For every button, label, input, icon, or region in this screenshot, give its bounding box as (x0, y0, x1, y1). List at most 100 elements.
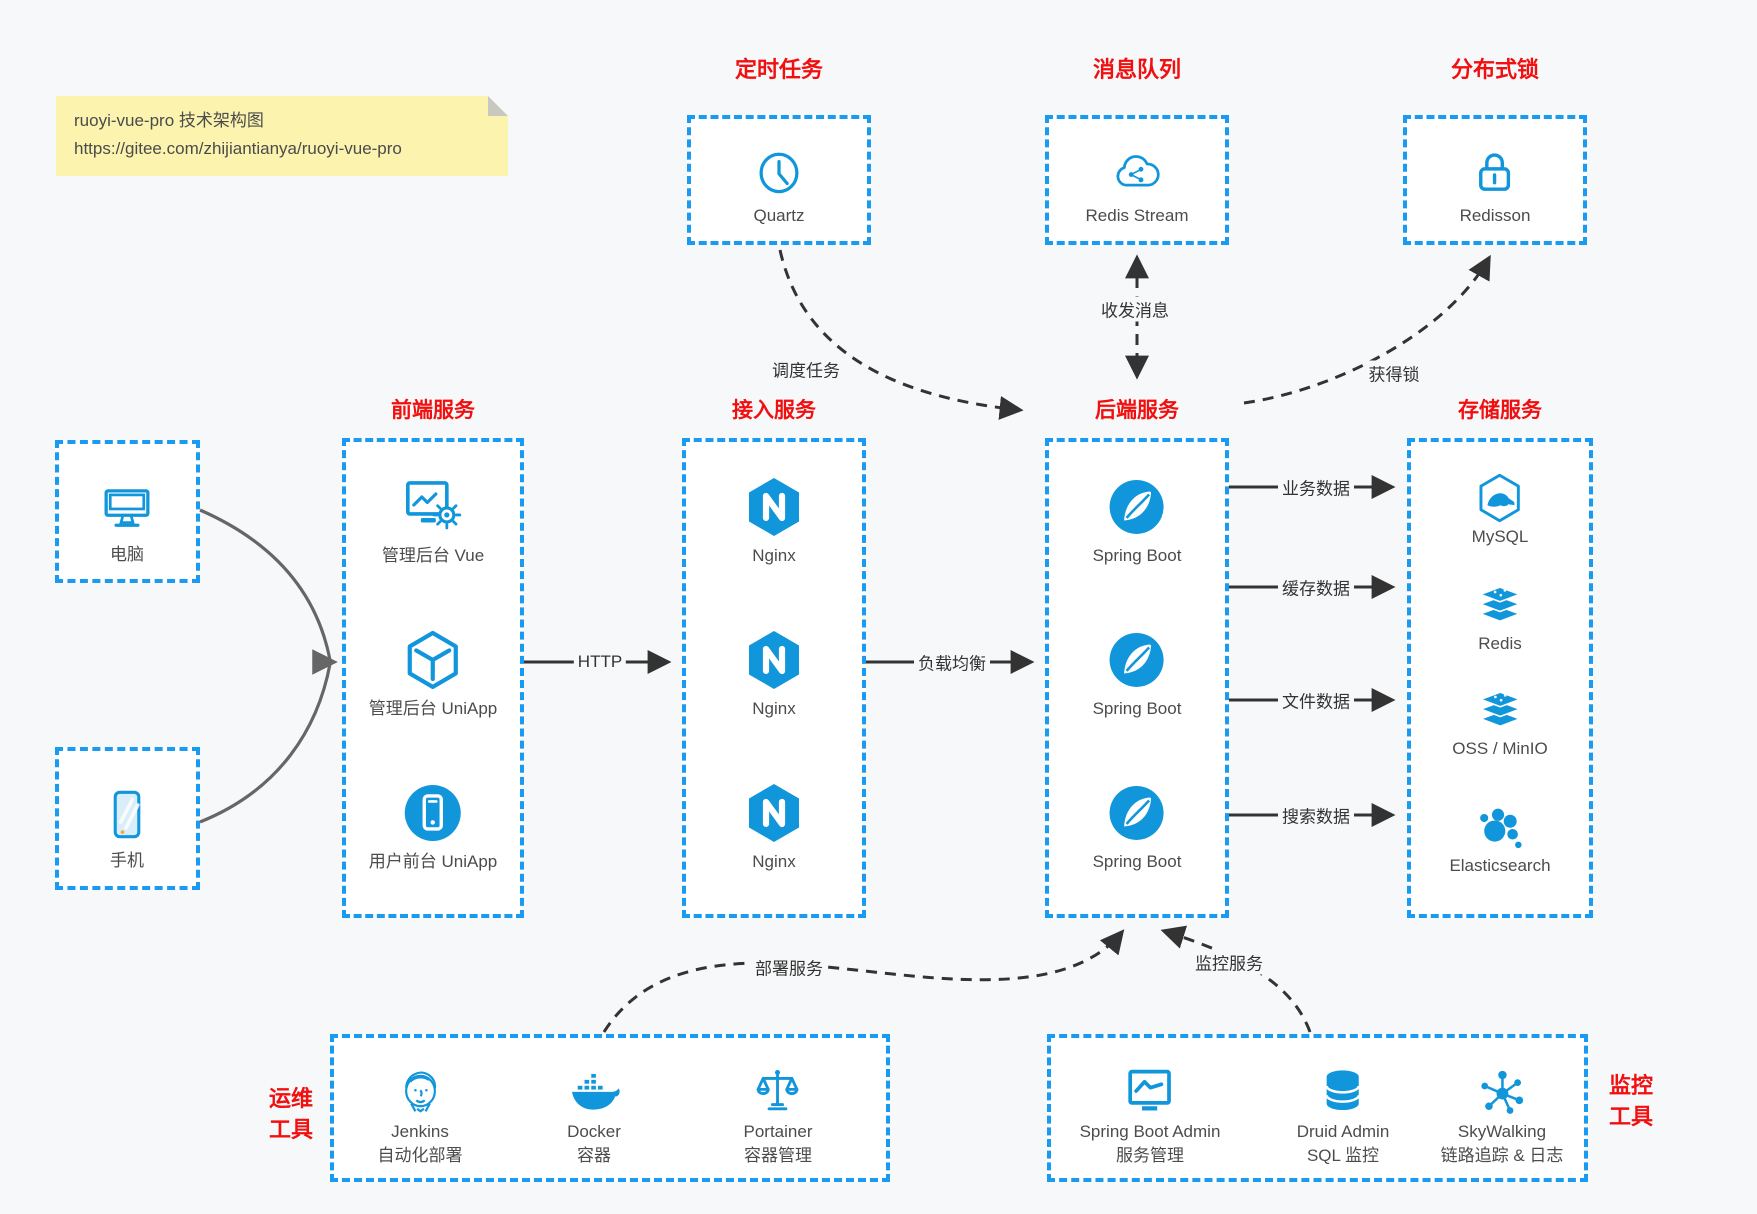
tool-name: Spring Boot Admin (1079, 1121, 1221, 1141)
label-load-balance: 负载均衡 (914, 649, 990, 675)
node-user-uniapp: 用户前台 UniApp (369, 781, 497, 873)
monitor-tools-box (1047, 1034, 1588, 1182)
tool-name: Druid Admin (1296, 1121, 1390, 1141)
phone-icon (113, 790, 141, 839)
node-label: 手机 (110, 850, 144, 870)
node-quartz: Quartz (753, 147, 805, 227)
cloud-message-icon (1117, 155, 1161, 187)
node-nginx-2: Nginx (742, 628, 806, 720)
mysql-icon (1479, 473, 1521, 523)
node-springboot-2: Spring Boot (1093, 628, 1181, 720)
database-icon (1325, 1070, 1361, 1111)
node-druid: Druid Admin SQL 监控 (1296, 1065, 1390, 1167)
node-skywalking: SkyWalking 链路追踪 & 日志 (1440, 1065, 1564, 1167)
jenkins-icon (404, 1071, 436, 1113)
monitor-side-label: 监控 工具 (1608, 1072, 1654, 1129)
label-send-receive: 收发消息 (1097, 296, 1173, 322)
pc-client-box (55, 440, 200, 583)
tool-name: SkyWalking (1457, 1121, 1547, 1141)
spring-boot-icon (1110, 479, 1164, 534)
scales-icon (757, 1069, 799, 1111)
spring-boot-icon (1110, 785, 1164, 840)
title-frontend: 前端服务 (391, 399, 475, 422)
node-admin-vue: 管理后台 Vue (382, 475, 484, 567)
redis-stack-icon (1479, 586, 1521, 623)
node-redis-stream: Redis Stream (1085, 147, 1189, 227)
node-elasticsearch: Elasticsearch (1449, 801, 1551, 877)
storage-stack-icon (1479, 691, 1521, 728)
node-pc: 电脑 (98, 480, 156, 566)
label-file-data: 文件数据 (1278, 687, 1354, 713)
node-redisson: Redisson (1460, 147, 1530, 227)
tool-desc: SQL 监控 (1306, 1146, 1380, 1165)
label-cache-data: 缓存数据 (1278, 574, 1354, 600)
label-acquire-lock: 获得锁 (1364, 360, 1424, 386)
tool-name: Portainer (743, 1121, 813, 1141)
node-label: MySQL (1471, 526, 1529, 546)
node-springboot-1: Spring Boot (1092, 475, 1182, 567)
label-search-data: 搜索数据 (1278, 802, 1354, 828)
tool-desc: 服务管理 (1116, 1146, 1184, 1165)
edge-phone-to-frontend (199, 663, 332, 824)
node-springboot-admin: Spring Boot Admin 服务管理 (1079, 1065, 1221, 1167)
tool-desc: 链路追踪 & 日志 (1440, 1146, 1564, 1165)
message-queue-box (1045, 115, 1229, 245)
network-nodes-icon (1481, 1070, 1524, 1114)
node-docker: Docker 容器 (567, 1065, 621, 1167)
node-label: Quartz (753, 205, 805, 225)
node-mysql: MySQL (1471, 472, 1529, 548)
node-redis: Redis (1474, 579, 1526, 655)
note-text: ruoyi-vue-pro 技术架构图 https://gitee.com/zh… (74, 107, 402, 163)
node-label: Nginx (752, 698, 796, 718)
title-distributed-lock: 分布式锁 (1450, 57, 1540, 82)
label-deploy-service: 部署服务 (751, 954, 827, 980)
ops-tools-box (330, 1034, 890, 1182)
clock-icon (759, 152, 799, 194)
node-label: OSS / MinIO (1452, 738, 1548, 758)
uniapp-cube-icon (407, 630, 459, 690)
node-label: 管理后台 UniApp (368, 698, 498, 718)
label-monitor-service: 监控服务 (1191, 949, 1267, 975)
node-oss-minio: OSS / MinIO (1452, 684, 1548, 760)
node-label: 电脑 (110, 544, 144, 564)
node-label: Elasticsearch (1449, 855, 1551, 875)
tool-desc: 自动化部署 (377, 1146, 463, 1165)
tool-name: Docker (567, 1121, 621, 1141)
node-nginx-3: Nginx (742, 781, 806, 873)
nginx-icon (749, 630, 799, 689)
note-title: ruoyi-vue-pro 技术架构图 (74, 111, 264, 130)
tool-name: Jenkins (391, 1121, 449, 1141)
mobile-app-circle-icon (404, 784, 461, 841)
sticky-note: ruoyi-vue-pro 技术架构图 https://gitee.com/zh… (56, 96, 508, 176)
node-phone: 手机 (98, 786, 156, 872)
label-schedule-task: 调度任务 (768, 356, 844, 382)
node-label: Nginx (752, 851, 796, 871)
edge-schedule-task (778, 249, 1024, 420)
note-url: https://gitee.com/zhijiantianya/ruoyi-vu… (74, 139, 402, 159)
title-gateway: 接入服务 (732, 399, 816, 422)
node-label: Nginx (752, 545, 796, 565)
label-http: HTTP (573, 652, 627, 672)
nginx-icon (749, 783, 799, 842)
elasticsearch-cluster-icon (1479, 808, 1522, 849)
node-jenkins: Jenkins 自动化部署 (378, 1065, 463, 1167)
node-label: Spring Boot (1092, 545, 1182, 565)
node-label: 用户前台 UniApp (368, 851, 498, 871)
node-portainer: Portainer 容器管理 (743, 1065, 813, 1167)
node-label: Spring Boot (1092, 851, 1182, 871)
node-label: Redis (1478, 633, 1522, 653)
docker-whale-icon (572, 1072, 620, 1110)
node-label: Redis Stream (1085, 205, 1189, 225)
admin-console-icon (406, 481, 462, 530)
title-backend: 后端服务 (1095, 399, 1179, 422)
node-label: 管理后台 Vue (381, 545, 485, 565)
tool-desc: 容器 (577, 1146, 611, 1165)
edge-monitor-service (1160, 925, 1312, 1033)
nginx-icon (749, 477, 799, 536)
title-scheduled-task: 定时任务 (734, 57, 824, 82)
monitor-chart-icon (1128, 1069, 1172, 1111)
edge-deploy-service (602, 929, 1125, 1033)
spring-boot-icon (1110, 632, 1164, 687)
